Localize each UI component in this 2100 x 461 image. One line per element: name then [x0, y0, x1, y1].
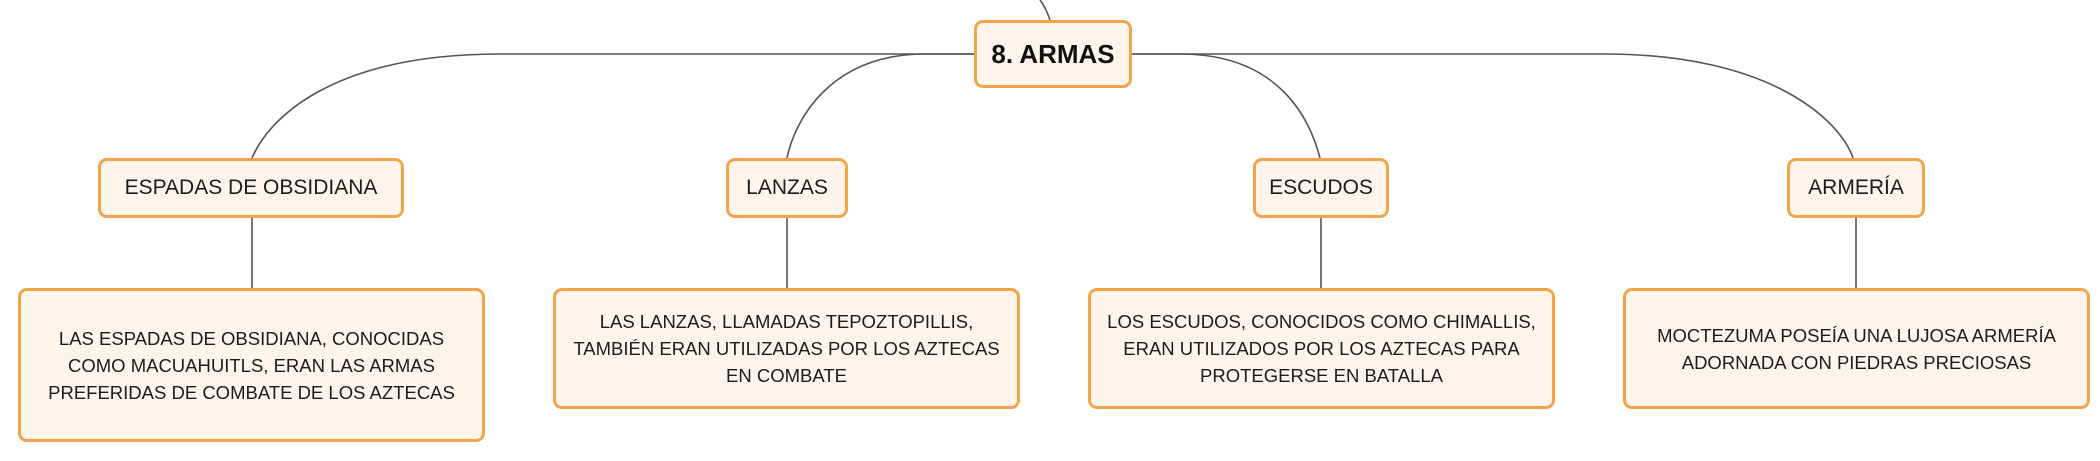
branch-label: LANZAS	[746, 176, 828, 199]
connector-root-espadas	[251, 53, 974, 159]
branch-label: ESCUDOS	[1269, 176, 1373, 199]
root-node[interactable]: 8. ARMAS	[974, 20, 1132, 88]
branch-node-armeria[interactable]: ARMERÍA	[1787, 158, 1925, 218]
connector-root-armeria	[1132, 53, 1854, 159]
branch-node-espadas[interactable]: ESPADAS DE OBSIDIANA	[98, 158, 404, 218]
detail-node-espadas[interactable]: LAS ESPADAS DE OBSIDIANA, CONOCIDAS COMO…	[18, 288, 485, 442]
branch-node-lanzas[interactable]: LANZAS	[726, 158, 848, 218]
detail-text: LAS LANZAS, LLAMADAS TEPOZTOPILLIS, TAMB…	[573, 311, 1000, 386]
detail-node-lanzas[interactable]: LAS LANZAS, LLAMADAS TEPOZTOPILLIS, TAMB…	[553, 288, 1020, 409]
branch-label: ARMERÍA	[1808, 176, 1904, 199]
detail-text: LOS ESCUDOS, CONOCIDOS COMO CHIMALLIS, E…	[1107, 311, 1536, 386]
detail-text: LAS ESPADAS DE OBSIDIANA, CONOCIDAS COMO…	[48, 327, 455, 403]
branch-label: ESPADAS DE OBSIDIANA	[124, 176, 378, 199]
detail-node-armeria[interactable]: MOCTEZUMA POSEÍA UNA LUJOSA ARMERÍA ADOR…	[1623, 288, 2090, 409]
connector-root-lanzas	[786, 53, 974, 159]
root-title: 8. ARMAS	[991, 38, 1115, 69]
connector-root-escudos	[1132, 53, 1321, 159]
branch-node-escudos[interactable]: ESCUDOS	[1253, 158, 1389, 218]
detail-text: MOCTEZUMA POSEÍA UNA LUJOSA ARMERÍA ADOR…	[1657, 324, 2056, 373]
parent-connector	[1039, 0, 1051, 21]
detail-node-escudos[interactable]: LOS ESCUDOS, CONOCIDOS COMO CHIMALLIS, E…	[1088, 288, 1555, 409]
